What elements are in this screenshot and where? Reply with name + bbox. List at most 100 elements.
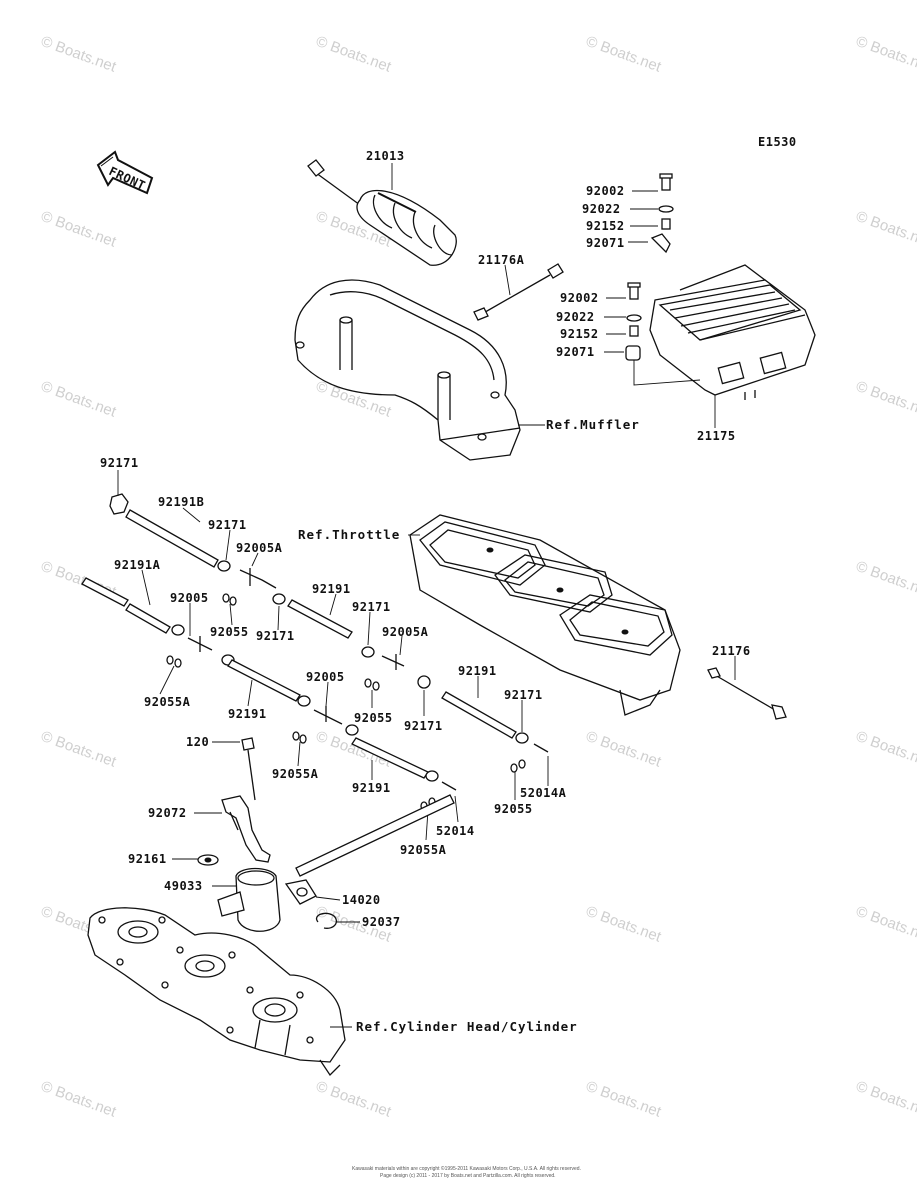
front-arrow-icon: FRONT — [96, 150, 154, 195]
sensor-21176a — [473, 263, 564, 321]
watermark: © Boats.net — [584, 903, 664, 946]
leader-line — [141, 569, 151, 606]
part-label-92171-e: 92171 — [404, 719, 443, 733]
part-label-92191-a: 92191 — [312, 582, 351, 596]
watermark: © Boats.net — [854, 558, 917, 601]
leader-line — [367, 611, 371, 646]
part-label-92171-b: 92171 — [208, 518, 247, 532]
leader-line — [399, 635, 403, 656]
water-tube — [295, 794, 455, 877]
part-label-92005a-a: 92005A — [236, 541, 283, 555]
part-label-92022-lower: 92022 — [556, 310, 595, 324]
bracket-92072 — [221, 795, 271, 863]
cylinder-head — [87, 907, 346, 1077]
part-label-92037: 92037 — [362, 915, 401, 929]
watermark: © Boats.net — [854, 378, 917, 421]
washer-92161 — [197, 854, 219, 866]
part-label-120: 120 — [186, 735, 209, 749]
leader-line — [277, 605, 280, 631]
part-label-92071-lower: 92071 — [556, 345, 595, 359]
part-label-52014a: 52014A — [520, 786, 567, 800]
watermark: © Boats.net — [39, 208, 119, 251]
leader-line — [225, 529, 231, 561]
part-label-92191a: 92191A — [114, 558, 161, 572]
part-label-92055-b: 92055 — [354, 711, 393, 725]
watermark: © Boats.net — [854, 728, 917, 771]
hose-assembly — [81, 493, 549, 811]
part-label-92072: 92072 — [148, 806, 187, 820]
leader-line — [633, 360, 701, 386]
circlip-92037 — [315, 912, 338, 929]
leader-line — [297, 741, 301, 767]
part-label-92022-upper: 92022 — [582, 202, 621, 216]
part-label-92191-c: 92191 — [458, 664, 497, 678]
leader-line — [315, 896, 341, 901]
part-label-92071-upper: 92071 — [586, 236, 625, 250]
watermark: © Boats.net — [854, 33, 917, 76]
ecu-fasteners-upper — [650, 173, 674, 254]
watermark: © Boats.net — [39, 1078, 119, 1121]
part-label-92152-upper: 92152 — [586, 219, 625, 233]
sensor-21176 — [707, 667, 787, 720]
part-label-92002-lower: 92002 — [560, 291, 599, 305]
ecu-fasteners-lower — [625, 282, 642, 361]
part-label-92161: 92161 — [128, 852, 167, 866]
part-label-21013: 21013 — [366, 149, 405, 163]
leader-line — [251, 552, 259, 567]
muffler — [294, 279, 521, 461]
part-label-92171-d: 92171 — [352, 600, 391, 614]
watermark: © Boats.net — [314, 33, 394, 76]
watermark: © Boats.net — [584, 1078, 664, 1121]
clamp-14020 — [284, 879, 317, 905]
leader-line — [325, 681, 329, 707]
part-label-92005a-b: 92005A — [382, 625, 429, 639]
part-label-92171-c: 92171 — [256, 629, 295, 643]
throttle-body — [409, 514, 681, 716]
part-label-21176: 21176 — [712, 644, 751, 658]
leader-line — [159, 665, 175, 695]
leader-line — [454, 795, 459, 823]
part-label-92055-c: 92055 — [494, 802, 533, 816]
leader-line — [229, 603, 233, 626]
canister-21013 — [307, 159, 457, 266]
part-label-92191b: 92191B — [158, 495, 204, 509]
part-label-92055a-b: 92055A — [272, 767, 319, 781]
part-label-52014: 52014 — [436, 824, 475, 838]
part-label-92055a-c: 92055A — [400, 843, 447, 857]
leader-line — [247, 679, 253, 707]
part-label-21176a: 21176A — [478, 253, 525, 267]
ref-throttle: Ref.Throttle — [298, 527, 400, 542]
copyright-line-1: Kawasaki materials within are copyright … — [352, 1165, 581, 1172]
part-label-92055-a: 92055 — [210, 625, 249, 639]
watermark: © Boats.net — [314, 1078, 394, 1121]
part-label-92002-upper: 92002 — [586, 184, 625, 198]
ref-cylinder-head: Ref.Cylinder Head/Cylinder — [356, 1019, 578, 1034]
watermark: © Boats.net — [584, 728, 664, 771]
part-label-92005-b: 92005 — [306, 670, 345, 684]
leader-line — [329, 593, 337, 616]
part-label-92152-lower: 92152 — [560, 327, 599, 341]
watermark: © Boats.net — [584, 33, 664, 76]
part-label-92005-a: 92005 — [170, 591, 209, 605]
part-label-92171-f: 92171 — [504, 688, 543, 702]
copyright-line-2: Page design (c) 2011 - 2017 by Boats.net… — [380, 1173, 556, 1179]
watermark: © Boats.net — [39, 728, 119, 771]
watermark: © Boats.net — [39, 33, 119, 76]
ref-muffler: Ref.Muffler — [546, 417, 640, 432]
part-label-21175: 21175 — [697, 429, 736, 443]
watermark: © Boats.net — [854, 208, 917, 251]
watermark: © Boats.net — [854, 903, 917, 946]
leader-line — [504, 264, 511, 296]
housing-49033 — [217, 867, 281, 932]
watermark: © Boats.net — [854, 1078, 917, 1121]
ecu-21175 — [649, 264, 816, 400]
part-label-92191-d: 92191 — [352, 781, 391, 795]
part-label-92171-a: 92171 — [100, 456, 139, 470]
watermark: © Boats.net — [39, 378, 119, 421]
leader-line — [182, 507, 201, 523]
part-label-14020: 14020 — [342, 893, 381, 907]
part-label-49033: 49033 — [164, 879, 203, 893]
diagram-code: E1530 — [758, 135, 797, 149]
